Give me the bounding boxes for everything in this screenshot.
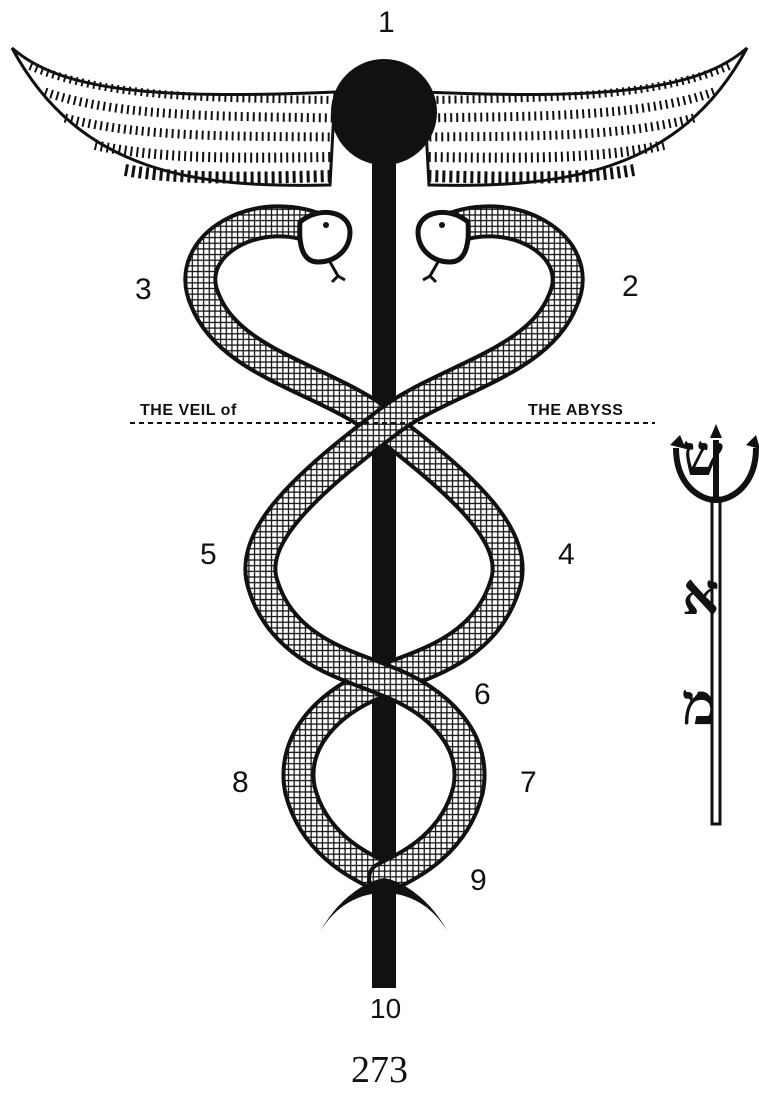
page-number: 273 [0,1048,759,1092]
label-7: 7 [520,768,537,798]
hebrew-letter-mem: מ [682,675,716,733]
label-4: 4 [558,540,575,570]
sun-disc [331,59,437,165]
label-1: 1 [378,8,395,38]
label-10: 10 [370,995,401,1023]
veil-label-left: THE VEIL of [140,402,237,420]
hebrew-letter-shin: ש [682,426,723,484]
label-8: 8 [232,768,249,798]
hebrew-letter-aleph: א [682,565,719,623]
left-wing [12,48,335,185]
label-5: 5 [200,540,217,570]
label-9: 9 [470,866,487,896]
right-wing [424,48,747,185]
label-3: 3 [135,275,152,305]
serpent-head-right [418,212,468,282]
veil-label-right: THE ABYSS [528,402,623,420]
label-6: 6 [474,680,491,710]
label-2: 2 [622,272,639,302]
serpent-head-left [300,212,350,282]
